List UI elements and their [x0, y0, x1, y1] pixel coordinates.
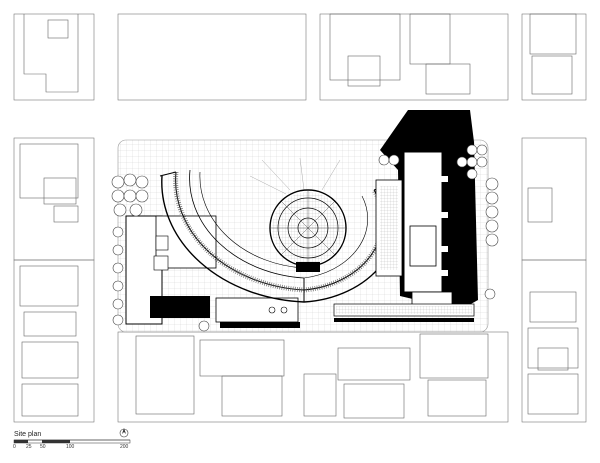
scale-label-100: 100 [66, 444, 75, 450]
trees [111, 144, 499, 332]
neighbor-buildings [19, 13, 579, 419]
city-blocks [13, 13, 587, 423]
block-mid-right [521, 137, 587, 261]
block-bottom-center [117, 331, 509, 423]
block-top-right [521, 13, 587, 101]
scale-label-200: 200 [120, 444, 129, 450]
block-bottom-left [13, 259, 95, 423]
legend-title: Site plan [14, 431, 42, 438]
block-mid-left [13, 137, 95, 261]
east-tower [375, 110, 478, 310]
south-colonnade [220, 303, 475, 328]
scale-label-25: 25 [26, 444, 32, 450]
north-arrow-icon [119, 428, 129, 438]
plaza-fountain-lines [249, 157, 341, 195]
rotunda [269, 189, 347, 272]
block-bottom-right [521, 259, 587, 423]
block-top-left [13, 13, 95, 101]
scale-label-0: 0 [13, 444, 16, 450]
scale-label-50: 50 [40, 444, 46, 450]
scale-bar [13, 439, 131, 444]
west-building [125, 215, 299, 325]
block-top-center-left [117, 13, 307, 101]
